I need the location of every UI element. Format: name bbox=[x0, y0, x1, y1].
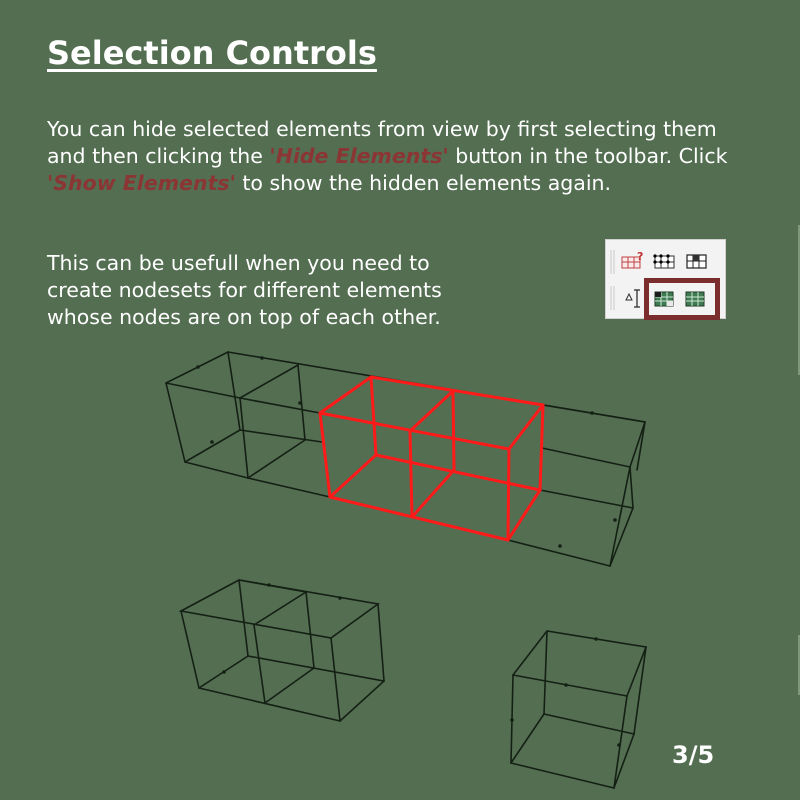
paragraph-text: to show the hidden elements again. bbox=[235, 171, 612, 195]
paragraph-text: button in the toolbar. Click bbox=[448, 144, 728, 168]
toolbar-highlight-frame bbox=[644, 278, 720, 320]
query-element-icon: ? bbox=[621, 250, 643, 269]
instruction-paragraph: You can hide selected elements from view… bbox=[47, 116, 747, 197]
toolbar-separators bbox=[610, 250, 615, 310]
select-elements-button[interactable] bbox=[684, 250, 710, 272]
hide-elements-button[interactable] bbox=[652, 288, 678, 310]
measure-icon bbox=[625, 289, 640, 308]
mesh-block-long bbox=[165, 351, 646, 567]
mesh-nodes bbox=[196, 356, 621, 747]
slide-title: Selection Controls bbox=[47, 34, 377, 72]
select-nodes-button[interactable] bbox=[652, 250, 678, 272]
hide-elements-icon bbox=[654, 291, 674, 307]
mesh-block-lower-left bbox=[178, 579, 385, 722]
mesh-block-lower-right bbox=[510, 630, 648, 789]
show-elements-label: 'Show Elements' bbox=[47, 171, 236, 195]
query-element-button[interactable]: ? bbox=[620, 250, 646, 272]
show-elements-icon bbox=[685, 291, 705, 307]
show-elements-button[interactable] bbox=[683, 288, 709, 310]
selected-elements bbox=[318, 375, 545, 542]
select-elements-grid-icon bbox=[686, 254, 707, 269]
svg-text:?: ? bbox=[637, 250, 643, 263]
hide-elements-label: 'Hide Elements' bbox=[269, 144, 449, 168]
usage-paragraph: This can be usefull when you need to cre… bbox=[47, 251, 442, 329]
page-indicator: 3/5 bbox=[672, 741, 715, 769]
paragraph-text: You can hide selected elements from view… bbox=[47, 117, 717, 168]
edge-divider bbox=[798, 635, 800, 695]
edge-divider bbox=[798, 225, 800, 375]
measure-button[interactable] bbox=[620, 287, 646, 309]
select-nodes-grid-icon bbox=[653, 254, 675, 269]
